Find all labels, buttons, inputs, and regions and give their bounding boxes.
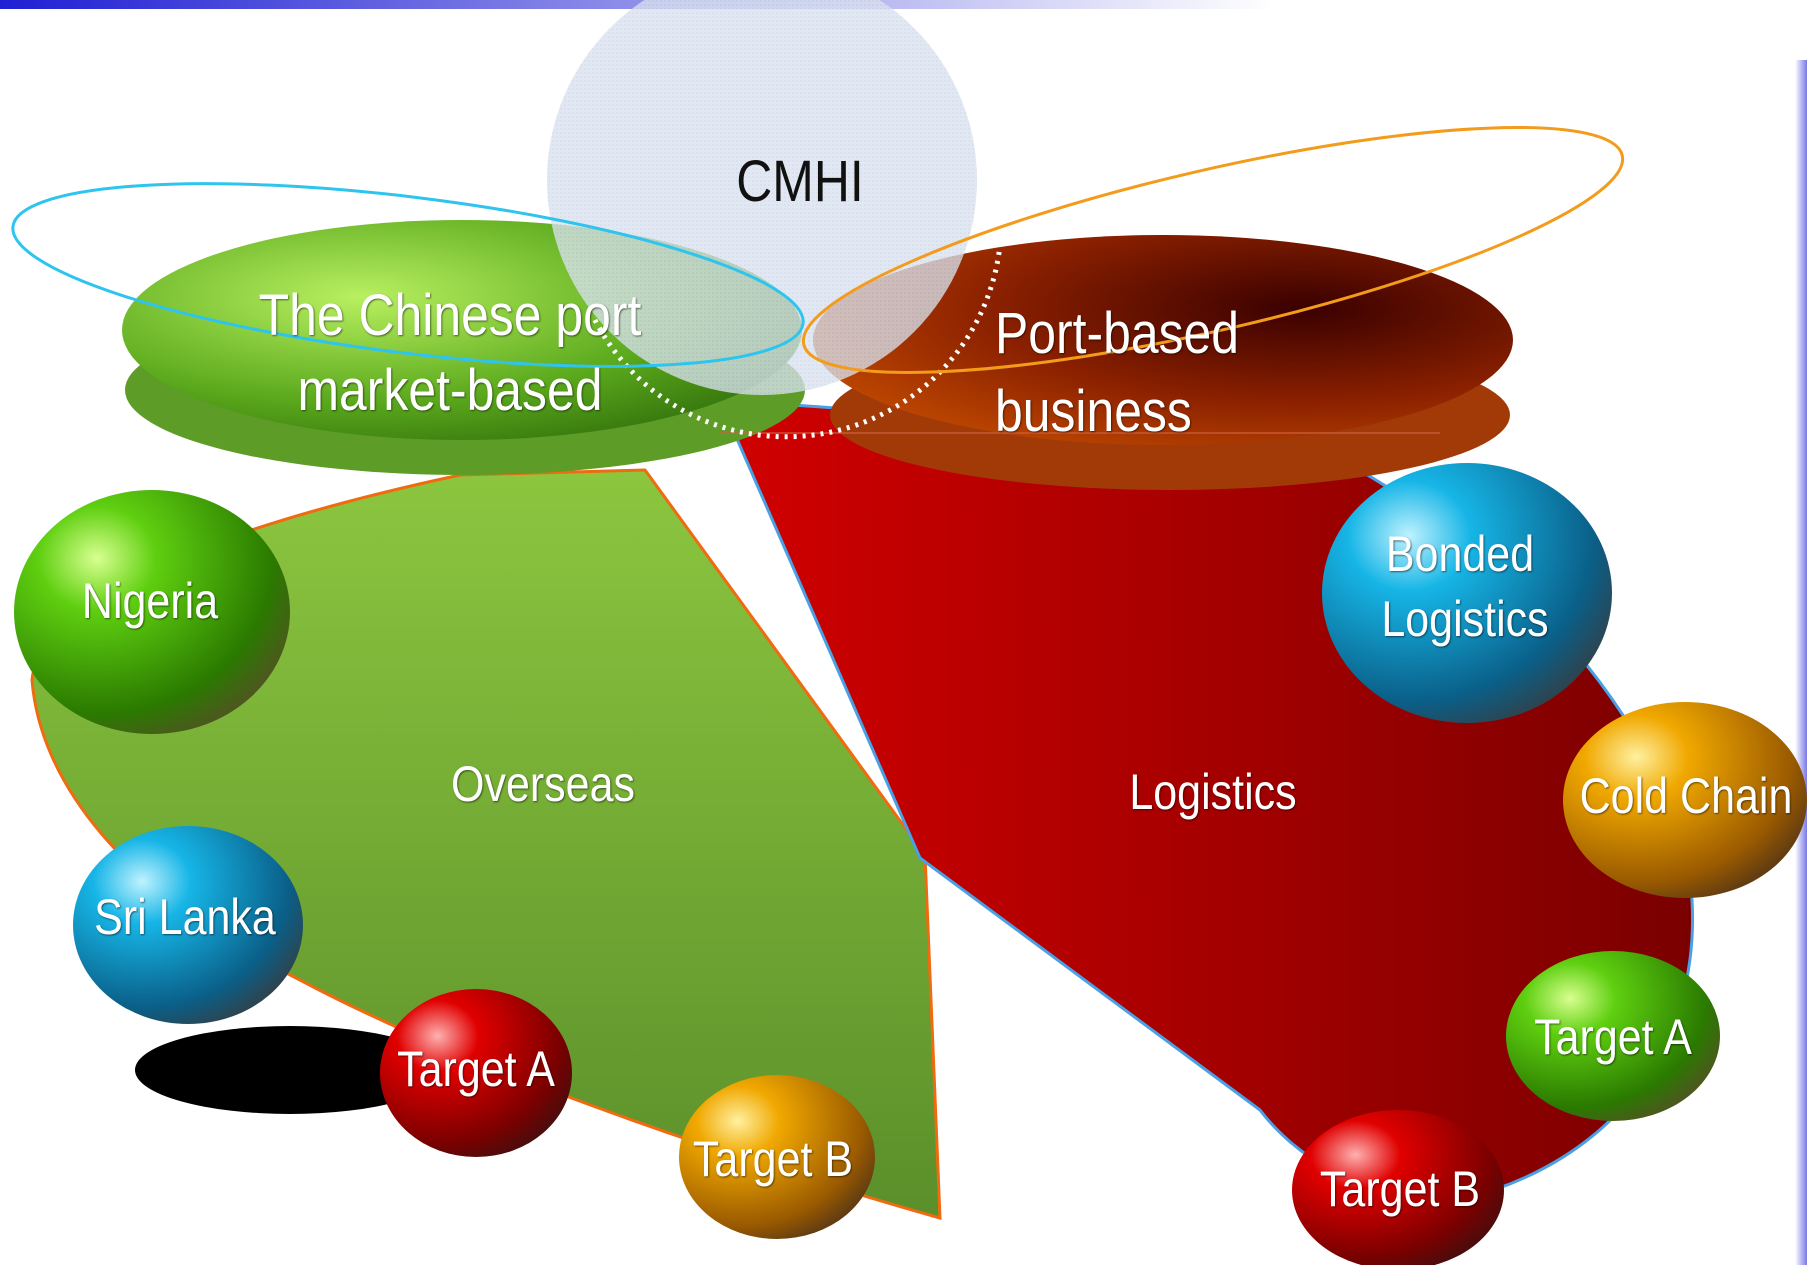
bonded-logistics-label-line2: Logistics	[1381, 591, 1549, 647]
cmhi-label: CMHI	[736, 149, 864, 214]
left-target-a-label: Target A	[397, 1041, 555, 1097]
sri-lanka-ball	[73, 826, 303, 1024]
right-edge-bar	[1795, 60, 1807, 1265]
orange-ring	[801, 126, 1625, 374]
port-business-disc	[813, 235, 1513, 445]
logistics-label: Logistics	[1129, 764, 1297, 820]
overseas-label: Overseas	[450, 756, 636, 812]
nigeria-label: Nigeria	[81, 573, 219, 629]
shadow-ellipse	[135, 1026, 445, 1114]
right-target-a-label: Target A	[1534, 1009, 1692, 1065]
right-target-b-ball	[1292, 1110, 1504, 1265]
chinese-port-title-line2: market-based	[297, 358, 603, 423]
bonded-logistics-ball	[1322, 463, 1612, 723]
header-bar	[0, 0, 1275, 9]
sri-lanka-label: Sri Lanka	[94, 889, 276, 945]
left-target-a-ball	[380, 989, 572, 1157]
chinese-port-title-line1: The Chinese port	[258, 283, 642, 348]
right-target-a-ball	[1506, 951, 1720, 1121]
bonded-logistics-label-line1: Bonded	[1385, 526, 1535, 582]
right-target-b-label: Target B	[1319, 1161, 1481, 1217]
port-business-title-line1: Port-based	[995, 301, 1239, 366]
cmhi-circle	[547, 0, 977, 395]
left-target-b-label: Target B	[692, 1131, 854, 1187]
cold-chain-label: Cold Chain	[1579, 768, 1793, 824]
cmhi-circle-dotted-edge	[592, 244, 1003, 440]
nigeria-ball	[14, 490, 290, 734]
left-target-b-ball	[679, 1075, 875, 1239]
cold-chain-ball	[1563, 702, 1807, 898]
port-business-title-line2: business	[995, 379, 1192, 444]
cyan-ring	[11, 182, 805, 368]
disc-divider-line	[720, 432, 1440, 434]
